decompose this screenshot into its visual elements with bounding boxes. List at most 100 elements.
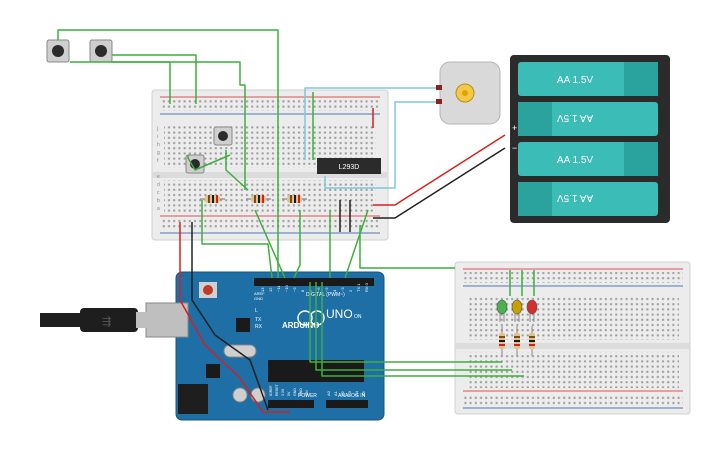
row-label-b: b: [157, 198, 160, 204]
rx-label: RX: [255, 324, 263, 330]
led-3: [526, 299, 538, 322]
wire-cyan-1: [304, 87, 436, 160]
digital-pin-label: ~5: [324, 287, 329, 292]
wire-red-battery: [373, 134, 506, 206]
wire-green-5: [187, 154, 231, 171]
row-label-f: f: [157, 158, 159, 164]
arduino-uno-board: ARDUINO UNO DIGITAL (PWM~) ANALOG IN POW…: [145, 271, 385, 421]
analog-label: ANALOG IN: [338, 393, 366, 399]
usb-port: [145, 302, 189, 338]
led-2: [511, 299, 523, 322]
wire-green-led-2: [315, 282, 512, 371]
digital-pin-label: 4: [332, 289, 337, 292]
wire-green-12: [344, 209, 369, 279]
row-label-c: c: [157, 190, 160, 196]
row-label-a: a: [157, 206, 160, 212]
digital-pin-label: 13: [260, 287, 265, 292]
power-pin-label: GND: [299, 388, 303, 396]
wire-green-4: [112, 54, 197, 104]
led-group: [496, 299, 538, 356]
wire-cyan-2: [324, 101, 436, 189]
analog-header: [326, 400, 368, 408]
row-label-e: e: [157, 174, 160, 180]
analog-pin-label: A4: [354, 390, 359, 396]
wire-green-6: [201, 200, 273, 279]
wire-green-8: [293, 210, 301, 279]
row-label-d: d: [157, 182, 160, 188]
analog-pin-label: A2: [340, 390, 345, 396]
battery-plus-terminal: +: [512, 123, 517, 133]
analog-pin-label: A3: [347, 390, 352, 396]
wire-black-gnd: [191, 222, 269, 411]
led-resistor-2: [514, 326, 520, 356]
battery-cell-3: AA 1.5V: [518, 142, 658, 176]
analog-pin-label: A5: [361, 390, 366, 396]
secondary-breadboard: [454, 261, 691, 415]
battery-label-3: AA 1.5V: [557, 155, 593, 166]
battery-pack: AA 1.5V AA 1.5V AA 1.5V AA 1.5V + −: [510, 55, 670, 223]
digital-pin-label: ~10: [284, 284, 289, 292]
usb-icon: ⇶: [102, 315, 111, 328]
wire-green-led-3: [321, 282, 524, 377]
digital-pin-label: TX 1: [356, 283, 361, 292]
chip-label: L293D: [339, 164, 360, 171]
push-button-3[interactable]: [213, 126, 233, 146]
battery-label-1: AA 1.5V: [557, 75, 593, 86]
wire-green-led-1: [309, 282, 502, 363]
row-label-g: g: [157, 150, 160, 156]
wire-green-1: [57, 29, 279, 278]
wire-green-13: [359, 225, 455, 269]
battery-cell-1: AA 1.5V: [518, 62, 658, 96]
push-button-2[interactable]: [89, 39, 113, 63]
digital-pin-label: ~6: [316, 287, 321, 292]
row-label-h: h: [157, 142, 160, 148]
gnd-label: GND: [254, 296, 263, 301]
battery-label-4: AA 1.5V: [557, 192, 593, 203]
battery-minus-terminal: −: [512, 143, 517, 153]
power-pin-label: VIN: [305, 390, 309, 396]
battery-cell-2: AA 1.5V: [518, 102, 658, 136]
wire-black-battery: [373, 147, 506, 219]
digital-header: [254, 278, 374, 286]
digital-pin-label: ~9: [292, 287, 297, 292]
power-pin-label: 5V: [287, 391, 291, 396]
resistor-2: [246, 195, 271, 203]
digital-pin-label: 12: [268, 287, 273, 292]
led-resistor-3: [529, 326, 535, 356]
battery-label-2: AA 1.5V: [557, 112, 593, 123]
resistor-3: [282, 195, 307, 203]
reset-button[interactable]: [203, 285, 213, 295]
power-jack: [178, 384, 208, 414]
wire-green-9: [225, 150, 249, 191]
battery-cell-4: AA 1.5V: [518, 182, 658, 216]
wire-green-7: [254, 209, 286, 279]
digital-label: DIGITAL (PWM~): [306, 292, 345, 298]
arduino-model: UNO: [326, 307, 353, 321]
row-label-i: i: [157, 134, 158, 140]
power-pin-label: IOREF: [269, 385, 273, 396]
wire-green-3: [112, 61, 246, 190]
tx-label: TX: [255, 317, 262, 323]
arduino-brand: ARDUINO: [282, 321, 319, 330]
digital-pin-label: ~11: [276, 285, 281, 292]
power-pin-label: 3.3V: [281, 388, 285, 396]
digital-pin-label: 8: [300, 289, 305, 292]
push-button-1[interactable]: [46, 39, 70, 63]
l293d-chip: L293D: [317, 158, 381, 174]
power-header: [268, 400, 314, 408]
l-label: L: [255, 308, 258, 314]
power-pin-label: RESET: [275, 383, 279, 396]
usb-cable: ⇶: [40, 308, 148, 332]
dc-motor: [436, 61, 501, 125]
digital-pin-label: RX 0: [364, 282, 369, 292]
analog-pin-label: A1: [333, 390, 338, 396]
digital-pin-label: 2: [348, 289, 353, 292]
row-label-j: j: [156, 126, 158, 132]
power-label: POWER: [298, 393, 317, 399]
resistor-1: [200, 195, 225, 203]
on-label: ON: [354, 314, 362, 320]
power-pin-label: GND: [293, 388, 297, 396]
wires: [57, 29, 535, 413]
led-resistor-1: [499, 326, 505, 356]
